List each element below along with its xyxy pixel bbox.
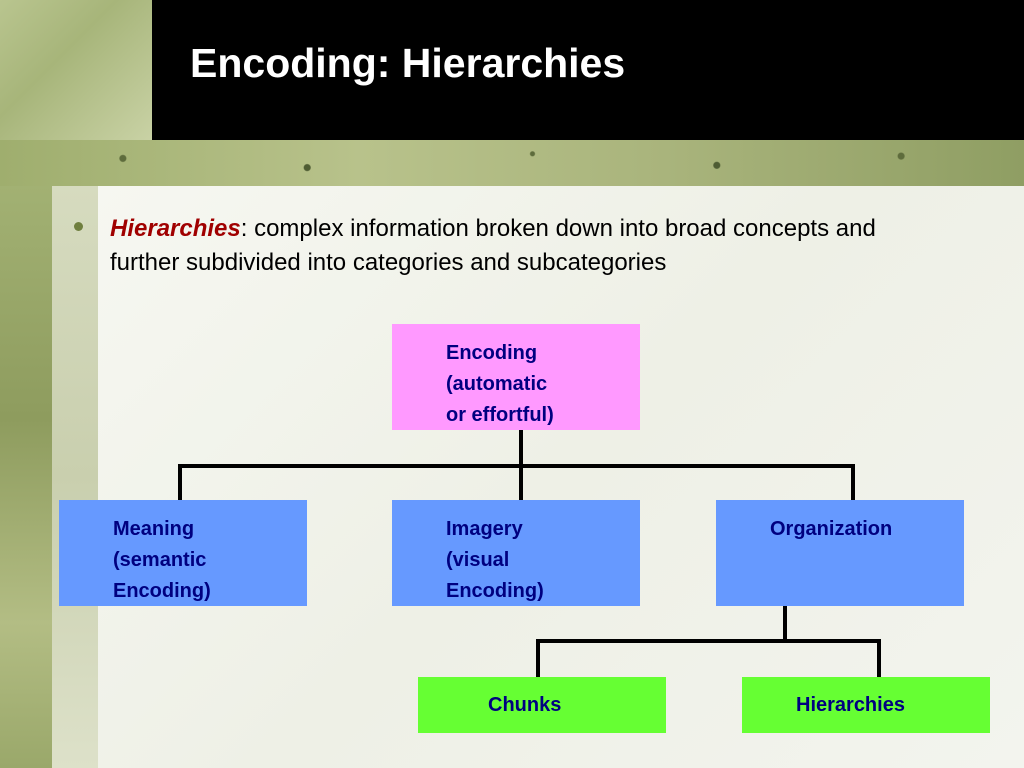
node-meaning: Meaning (semantic Encoding): [59, 500, 307, 606]
node-organization: Organization: [716, 500, 964, 606]
node-chunks: Chunks: [418, 677, 666, 733]
node-line: (visual: [446, 549, 510, 571]
node-encoding: Encoding (automatic or effortful): [392, 324, 640, 430]
bullet-term: Hierarchies: [110, 215, 241, 242]
node-imagery: Imagery (visual Encoding): [392, 500, 640, 606]
content-panel: [98, 186, 1024, 768]
node-line: or effortful): [446, 404, 554, 426]
node-line: Encoding): [113, 580, 211, 602]
background-texture-corner: [0, 0, 152, 140]
node-line: Organization: [770, 518, 893, 540]
node-line: (automatic: [446, 373, 548, 395]
background-texture-side-light: [52, 186, 98, 768]
background-texture-side: [0, 186, 52, 768]
node-line: Encoding): [446, 580, 544, 602]
bullet-text: Hierarchies: complex information broken …: [110, 212, 890, 280]
background-texture-strip: [0, 140, 1024, 186]
node-line: Encoding: [446, 342, 538, 364]
node-line: Hierarchies: [796, 694, 905, 716]
node-line: (semantic: [113, 549, 207, 571]
slide-title: Encoding: Hierarchies: [190, 40, 626, 86]
title-bar: [152, 0, 1024, 140]
node-hierarchies: Hierarchies: [742, 677, 990, 733]
bullet-definition: : complex information broken down into b…: [110, 215, 876, 276]
node-line: Imagery: [446, 518, 523, 540]
node-line: Meaning: [113, 518, 195, 540]
node-line: Chunks: [488, 694, 562, 716]
bullet-icon: [74, 222, 83, 231]
